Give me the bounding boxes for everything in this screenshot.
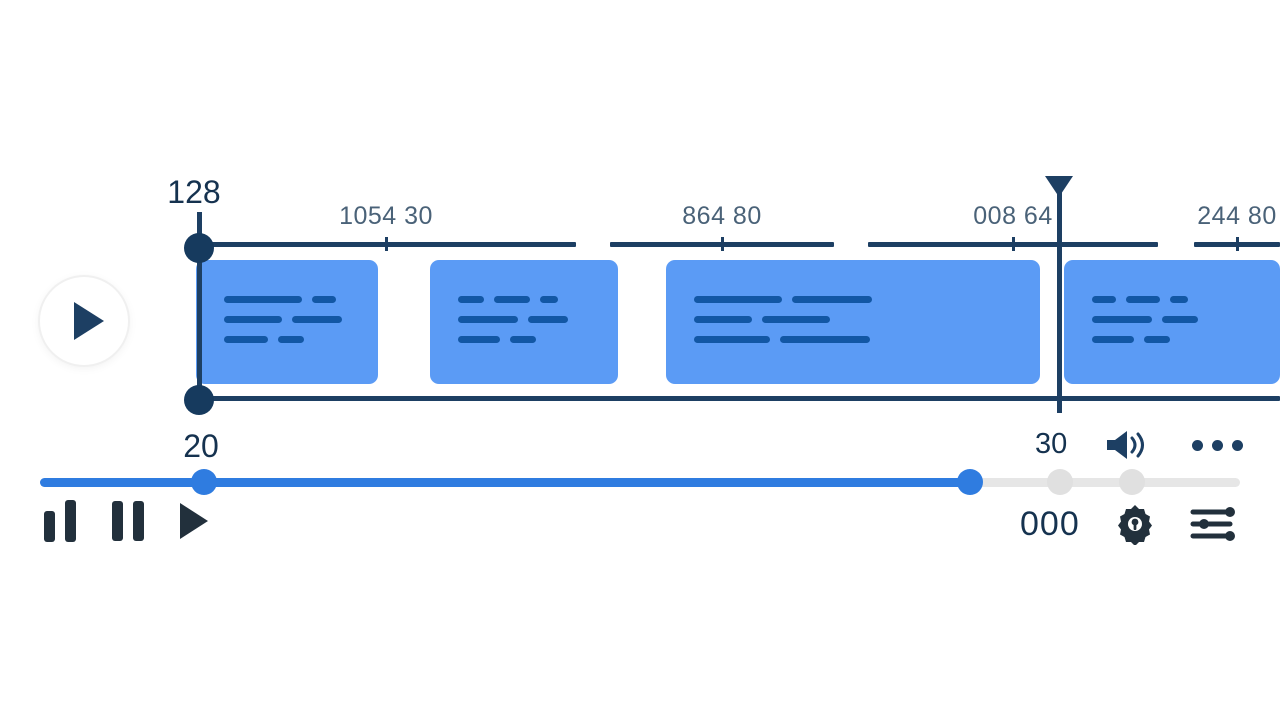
- clip-line-bar: [224, 316, 282, 323]
- clip-line-bar: [528, 316, 568, 323]
- clip-line-bar: [292, 316, 342, 323]
- clip-line-bar: [540, 296, 558, 303]
- out-point-label: 20: [183, 428, 219, 464]
- clip-line-bar: [1144, 336, 1170, 343]
- clip-line-row: [458, 336, 568, 343]
- clip-content-placeholder: [224, 296, 342, 343]
- play-button[interactable]: [180, 503, 208, 539]
- timeline-bottom-rail[interactable]: [196, 396, 1280, 401]
- clip-line-bar: [1092, 336, 1134, 343]
- in-point-label: 128: [167, 174, 221, 210]
- clip-line-bar: [458, 336, 500, 343]
- progress-slider[interactable]: [40, 469, 1240, 495]
- clip-line-bar: [494, 296, 530, 303]
- clip-content-placeholder: [458, 296, 568, 343]
- progress-knob-mark-2[interactable]: [1119, 469, 1145, 495]
- range-handle-bottom[interactable]: [184, 385, 214, 415]
- playhead-line[interactable]: [1057, 186, 1062, 413]
- ruler-segment-label: 008 64: [973, 202, 1053, 230]
- range-handle-line: [197, 212, 202, 412]
- clip-line-bar: [780, 336, 870, 343]
- clip-line-row: [694, 336, 872, 343]
- clip-line-bar: [694, 296, 782, 303]
- ruler-segment[interactable]: [196, 237, 576, 251]
- ruler-segment[interactable]: [868, 237, 1158, 251]
- clip-line-row: [694, 296, 872, 303]
- clip-line-row: [1092, 296, 1198, 303]
- clip-line-bar: [458, 296, 484, 303]
- transport-controls: [44, 500, 208, 542]
- kebab-dot: [1192, 440, 1203, 451]
- pause-bar: [133, 501, 144, 541]
- ruler-segment[interactable]: [610, 237, 834, 251]
- ruler-segment-label: 1054 30: [339, 202, 433, 230]
- timeline-clip[interactable]: [666, 260, 1040, 384]
- ruler-tick: [1236, 237, 1239, 251]
- preview-play-button[interactable]: [40, 277, 128, 365]
- ruler-tick: [385, 237, 388, 251]
- timeline-clip[interactable]: [430, 260, 618, 384]
- clip-line-bar: [1126, 296, 1160, 303]
- clip-content-placeholder: [694, 296, 872, 343]
- ruler-tick: [1012, 237, 1015, 251]
- clip-line-bar: [1092, 316, 1152, 323]
- timeline-clip[interactable]: [1064, 260, 1280, 384]
- clip-line-bar: [510, 336, 536, 343]
- clip-line-bar: [278, 336, 304, 343]
- right-controls: 000: [1020, 503, 1236, 546]
- frame-counter: 000: [1020, 504, 1080, 543]
- clip-line-bar: [224, 296, 302, 303]
- clip-line-row: [1092, 336, 1198, 343]
- clip-line-bar: [694, 336, 770, 343]
- gear-icon[interactable]: [1114, 503, 1156, 546]
- clip-line-bar: [1092, 296, 1116, 303]
- ruler-segment-label: 864 80: [682, 202, 762, 230]
- pause-bar: [44, 511, 55, 542]
- pause-alt-button[interactable]: [112, 501, 144, 541]
- ruler-tick: [721, 237, 724, 251]
- pause-bar: [65, 500, 76, 542]
- clip-line-row: [458, 296, 568, 303]
- ruler-segment-label: 244 80: [1197, 202, 1277, 230]
- kebab-dot: [1232, 440, 1243, 451]
- clip-line-bar: [1170, 296, 1188, 303]
- timeline-clip[interactable]: [196, 260, 378, 384]
- clip-line-bar: [792, 296, 872, 303]
- clip-line-row: [458, 316, 568, 323]
- progress-knob-start[interactable]: [191, 469, 218, 495]
- kebab-dot: [1212, 440, 1223, 451]
- pause-button[interactable]: [44, 500, 76, 542]
- clip-line-row: [224, 316, 342, 323]
- clip-line-bar: [224, 336, 268, 343]
- clip-line-bar: [694, 316, 752, 323]
- clip-content-placeholder: [1092, 296, 1198, 343]
- clip-line-bar: [762, 316, 830, 323]
- clip-line-bar: [458, 316, 518, 323]
- playhead-time-label: 30: [1035, 428, 1068, 460]
- range-handle-top[interactable]: [184, 233, 214, 263]
- pause-bar: [112, 501, 123, 541]
- volume-icon[interactable]: [1103, 427, 1149, 463]
- clip-line-bar: [312, 296, 336, 303]
- clip-line-row: [1092, 316, 1198, 323]
- clip-line-row: [224, 336, 342, 343]
- kebab-icon[interactable]: [1192, 440, 1243, 451]
- clip-line-bar: [1162, 316, 1198, 323]
- play-icon: [73, 302, 104, 340]
- progress-knob-main[interactable]: [957, 469, 983, 495]
- progress-knob-mark-1[interactable]: [1047, 469, 1073, 495]
- progress-fill: [40, 478, 970, 487]
- sliders-icon[interactable]: [1190, 503, 1236, 545]
- timeline-ruler[interactable]: 1054 30 864 80 008 64 244 80: [196, 202, 1280, 251]
- clip-line-row: [694, 316, 872, 323]
- clip-line-row: [224, 296, 342, 303]
- ruler-segment[interactable]: [1194, 237, 1280, 251]
